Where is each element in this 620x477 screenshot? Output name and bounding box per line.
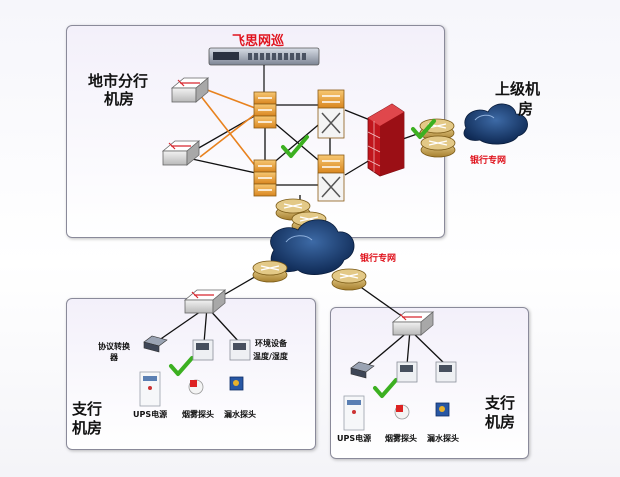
env-sensor-icon bbox=[396, 361, 418, 383]
firewall-icon bbox=[367, 103, 405, 177]
smoke-detector-icon bbox=[394, 404, 410, 420]
water-detector-icon bbox=[229, 376, 244, 391]
switch-icon bbox=[161, 140, 201, 166]
env-sensor-icon bbox=[192, 339, 214, 361]
checkmark-icon bbox=[373, 378, 398, 398]
checkmark-icon bbox=[169, 356, 194, 376]
env-device-label-2: 温度/湿度 bbox=[253, 352, 288, 361]
env-sensor-icon bbox=[435, 361, 457, 383]
product-title: 飞思网巡 bbox=[232, 34, 285, 49]
router-icon bbox=[252, 260, 288, 283]
branch-left-label-2: 机房 bbox=[72, 419, 103, 437]
ups-label: UPS电源 bbox=[337, 434, 372, 443]
upper-room-label-2: 房 bbox=[518, 100, 534, 118]
city-room-label-1: 地市分行 bbox=[88, 72, 149, 90]
env-device-label-1: 环境设备 bbox=[255, 339, 287, 348]
core-switch-icon bbox=[317, 89, 345, 139]
layer3-switch-icon bbox=[253, 159, 277, 197]
bank-net-label-top: 银行专网 bbox=[470, 156, 507, 166]
protocol-converter-icon bbox=[350, 361, 375, 379]
links-orange bbox=[199, 87, 261, 173]
ups-icon bbox=[343, 395, 365, 431]
checkmark-icon bbox=[281, 135, 309, 158]
cloud-icon bbox=[270, 219, 355, 275]
water-detector-icon bbox=[435, 402, 450, 417]
checkmark-icon bbox=[411, 119, 436, 139]
smoke-detector-icon bbox=[188, 379, 204, 395]
env-sensor-icon bbox=[229, 339, 251, 361]
smoke-label: 烟雾探头 bbox=[385, 434, 417, 443]
branch-left-label-1: 支行 bbox=[72, 400, 103, 418]
layer3-switch-icon bbox=[253, 91, 277, 129]
core-switch-icon bbox=[317, 154, 345, 202]
water-label: 漏水探头 bbox=[427, 434, 459, 443]
branch-right-label-2: 机房 bbox=[485, 413, 516, 431]
ups-label: UPS电源 bbox=[133, 410, 168, 419]
switch-icon bbox=[183, 289, 227, 314]
bank-net-label-middle: 银行专网 bbox=[360, 254, 397, 264]
smoke-label: 烟雾探头 bbox=[182, 410, 214, 419]
router-icon bbox=[331, 268, 367, 291]
water-label: 漏水探头 bbox=[224, 410, 256, 419]
upper-room-label-1: 上级机 bbox=[495, 80, 541, 98]
converter-label-2: 器 bbox=[110, 353, 118, 362]
router-icon bbox=[420, 135, 456, 158]
branch-right-label-1: 支行 bbox=[485, 394, 516, 412]
switch-icon bbox=[391, 311, 435, 336]
protocol-converter-icon bbox=[143, 335, 168, 353]
switch-icon bbox=[170, 77, 210, 103]
cloud-icon bbox=[463, 103, 528, 145]
branch-left-box bbox=[66, 298, 316, 450]
ups-icon bbox=[139, 371, 161, 407]
city-room-label-2: 机房 bbox=[104, 90, 135, 108]
appliance-icon bbox=[208, 47, 320, 92]
converter-label-1: 协议转换 bbox=[98, 342, 130, 351]
branch-right-box bbox=[330, 307, 529, 459]
